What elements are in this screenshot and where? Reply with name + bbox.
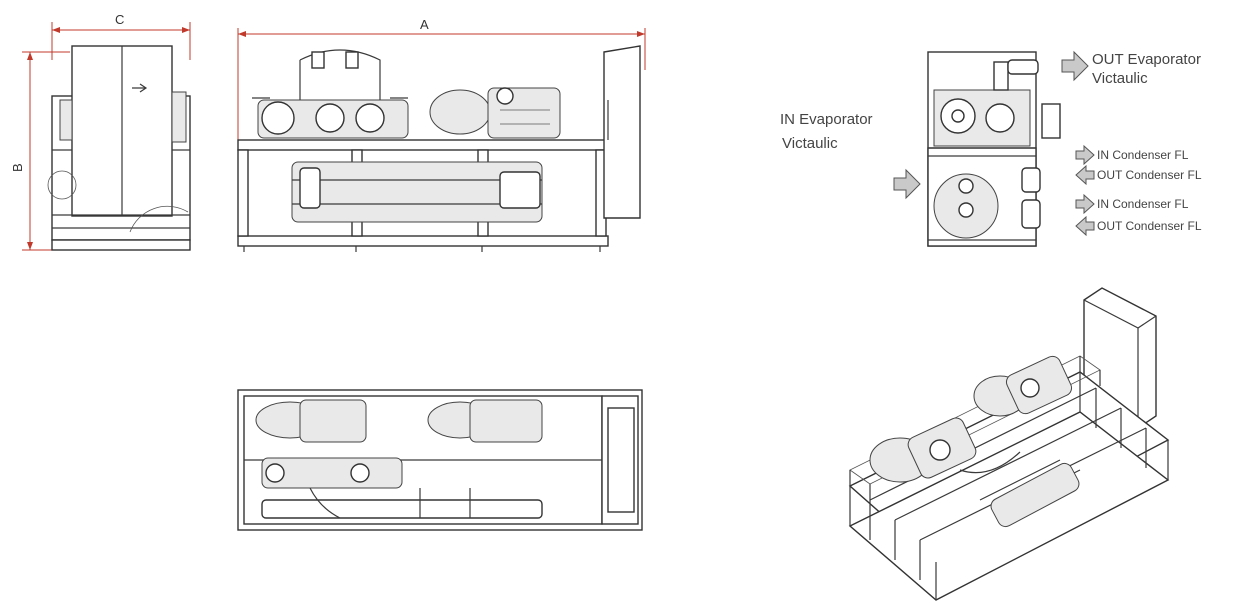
dimension-b-label: B [10, 163, 25, 172]
condenser-2-in-label: IN Condenser FL [1097, 197, 1189, 211]
out-evaporator-type: Victaulic [1092, 70, 1148, 87]
in-evaporator-label: IN Evaporator [780, 111, 873, 128]
isometric-view [848, 287, 1170, 601]
out-evaporator-label: OUT Evaporator [1092, 51, 1201, 68]
front-view: A [237, 17, 646, 252]
side-view: C B [10, 12, 191, 251]
condenser-2-out-label: OUT Condenser FL [1097, 219, 1202, 233]
in-evaporator-type: Victaulic [782, 135, 838, 152]
condenser-2-out-arrow [1075, 215, 1095, 237]
dimension-c-label: C [115, 12, 124, 27]
condenser-1-in-arrow [1075, 144, 1095, 166]
top-view [237, 389, 643, 531]
dimension-a-label: A [420, 17, 429, 32]
out-evaporator-arrow [1061, 50, 1089, 82]
condenser-1-out-arrow [1075, 164, 1095, 186]
in-evaporator-arrow [893, 168, 921, 200]
connection-view: OUT Evaporator Victaulic IN Evaporator V… [780, 50, 1202, 247]
condenser-1-out-label: OUT Condenser FL [1097, 168, 1202, 182]
condenser-2-in-arrow [1075, 193, 1095, 215]
condenser-1-in-label: IN Condenser FL [1097, 148, 1189, 162]
